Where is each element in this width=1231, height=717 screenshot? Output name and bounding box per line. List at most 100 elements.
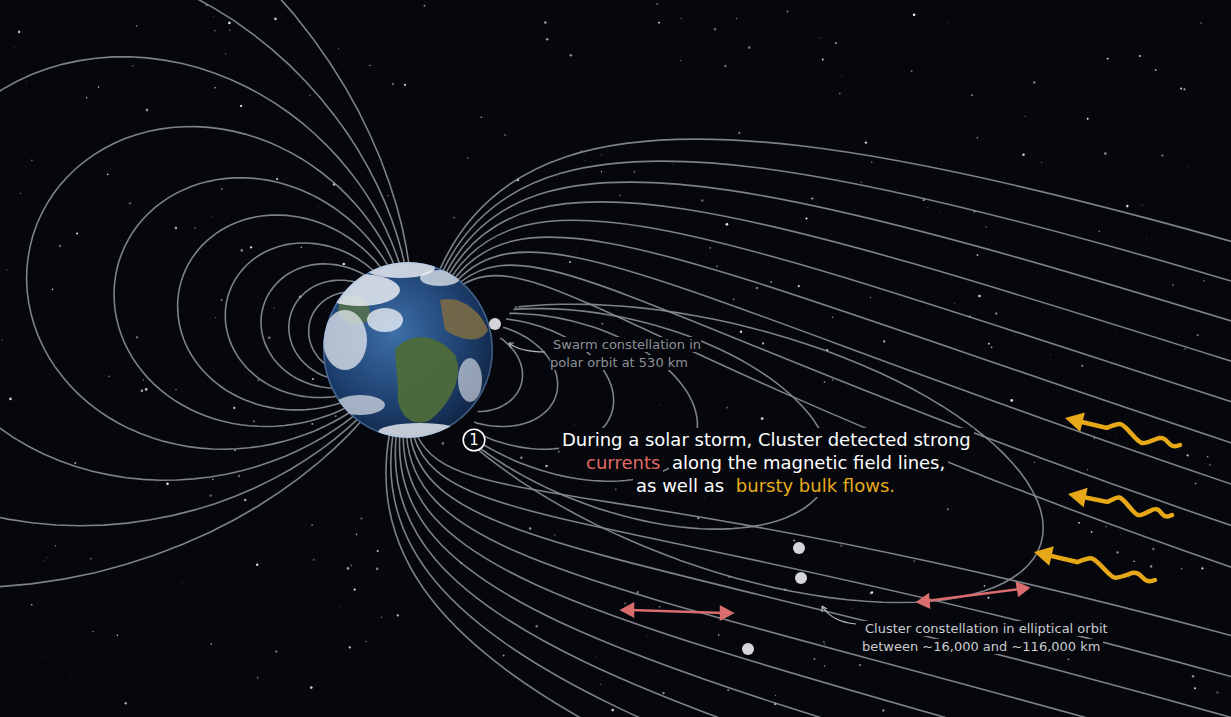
star (41, 656, 43, 658)
star (680, 60, 682, 62)
cluster-satellite (793, 542, 805, 554)
star (229, 29, 230, 30)
star (733, 299, 735, 301)
star (976, 254, 978, 256)
star (257, 677, 259, 679)
field-line (452, 220, 1231, 506)
star (861, 181, 862, 182)
star (221, 188, 223, 190)
star (166, 482, 169, 485)
star (761, 417, 764, 420)
star (995, 312, 997, 314)
star (1033, 81, 1036, 84)
star (311, 524, 312, 525)
star (600, 684, 601, 685)
star (1172, 284, 1174, 286)
star (1107, 58, 1109, 60)
star (714, 28, 717, 31)
star (1087, 118, 1089, 120)
star (558, 451, 560, 453)
star (240, 105, 242, 107)
star (824, 643, 825, 644)
star (118, 93, 120, 95)
star (985, 226, 987, 228)
star (536, 625, 538, 627)
star (70, 677, 72, 679)
star (822, 59, 824, 61)
star (756, 287, 759, 290)
star (913, 14, 916, 17)
swarm-satellite (489, 318, 501, 330)
star (671, 164, 673, 166)
star (347, 567, 350, 570)
star (913, 560, 915, 562)
field-line (403, 436, 1231, 717)
star (871, 591, 873, 593)
star (1197, 334, 1199, 336)
star (309, 94, 311, 96)
star (701, 199, 704, 202)
arrowhead (918, 595, 929, 607)
star (397, 614, 399, 616)
star (1094, 438, 1095, 439)
callout-circle: 1 (462, 428, 486, 452)
star (132, 65, 133, 66)
star (1081, 365, 1083, 367)
star (619, 195, 621, 197)
star (1139, 55, 1141, 57)
star (31, 604, 33, 606)
caption-line: as well asbursty bulk flows. (633, 474, 898, 497)
star (175, 389, 176, 390)
star (927, 207, 928, 208)
star (480, 117, 481, 118)
star (467, 157, 469, 159)
star (1180, 88, 1182, 90)
star (545, 465, 548, 468)
field-line (414, 436, 1231, 717)
star (256, 563, 259, 566)
caption-text: bursty bulk flows. (733, 474, 898, 497)
field-line (391, 435, 1231, 717)
star (20, 193, 21, 194)
star (947, 508, 949, 510)
star (532, 408, 534, 410)
star (212, 479, 214, 481)
star (136, 336, 138, 338)
star (574, 423, 576, 425)
star (736, 18, 737, 19)
star (98, 86, 100, 88)
star (310, 686, 313, 689)
star (762, 342, 764, 344)
star (145, 388, 148, 391)
star (300, 246, 302, 248)
stars (2, 3, 1219, 712)
star (233, 407, 235, 409)
star (988, 597, 990, 599)
star (365, 641, 367, 643)
flow-arrow (1032, 542, 1158, 589)
star (356, 534, 358, 536)
star (710, 247, 712, 249)
star (360, 517, 363, 520)
star (990, 135, 992, 137)
star (1105, 526, 1107, 528)
star (823, 641, 824, 642)
star (611, 709, 614, 712)
star (335, 415, 337, 417)
star (46, 557, 48, 559)
star (1209, 464, 1211, 466)
star (18, 31, 21, 34)
star (664, 62, 666, 64)
star (143, 379, 145, 381)
star (253, 420, 254, 421)
star (659, 606, 661, 608)
star (442, 442, 445, 445)
star (738, 132, 740, 134)
star (377, 550, 379, 552)
star (841, 75, 843, 77)
field-line (458, 252, 1231, 583)
star (831, 234, 833, 236)
star (92, 631, 93, 632)
star (44, 560, 46, 562)
star (31, 159, 33, 161)
